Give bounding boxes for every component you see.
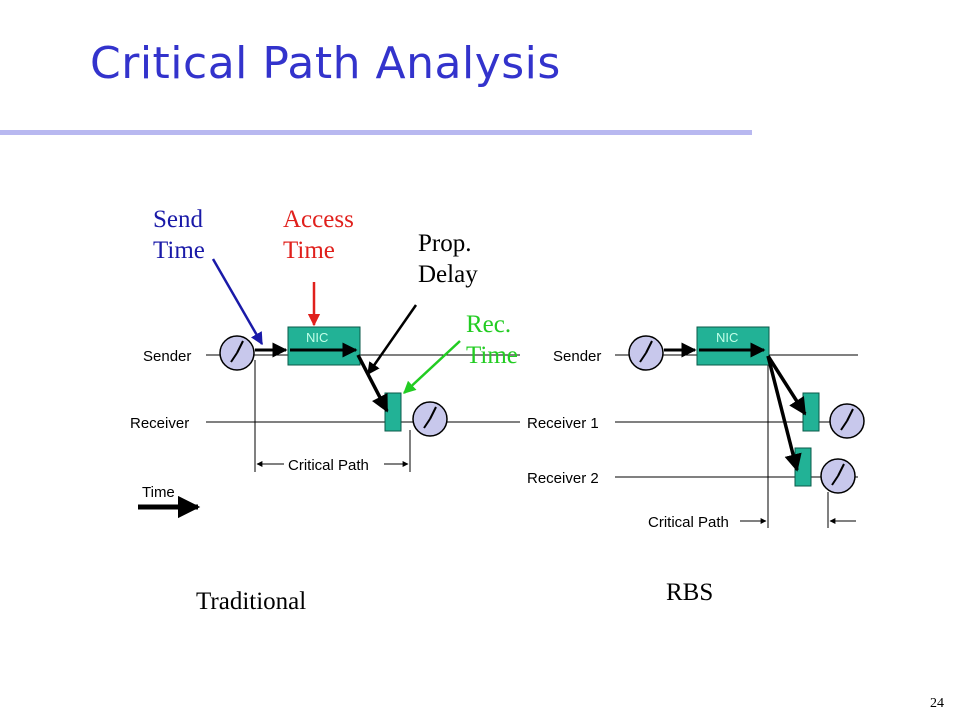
slide-title: Critical Path Analysis: [90, 38, 561, 89]
rec-time-callout: Rec. Time: [466, 309, 518, 371]
traditional-sender-label: Sender: [143, 348, 191, 365]
access-time-line2: Time: [283, 237, 335, 264]
access-time-callout: Access Time: [283, 204, 354, 266]
rbs-prop-arrow-2: [766, 355, 802, 472]
send-time-callout: Send Time: [153, 204, 205, 266]
send-time-line2: Time: [153, 237, 205, 264]
title-underline: [0, 130, 752, 135]
rbs-critical-path-label: Critical Path: [648, 514, 729, 531]
prop-delay-line2: Delay: [418, 261, 478, 288]
rbs-receiver2-label: Receiver 2: [527, 470, 599, 487]
traditional-receiver-box: [384, 392, 402, 432]
rbs-sender-label: Sender: [553, 348, 601, 365]
time-legend-label: Time: [142, 484, 175, 501]
traditional-nic-label: NIC: [306, 330, 328, 345]
traditional-sender-clock-icon: [219, 335, 255, 371]
rbs-diagram: Sender Receiver 1 Receiver 2 NIC Critica…: [527, 326, 865, 531]
rbs-receiver1-label: Receiver 1: [527, 415, 599, 432]
prop-delay-line1: Prop.: [418, 230, 472, 257]
rbs-caption: RBS: [666, 579, 714, 606]
rec-time-line1: Rec.: [466, 311, 512, 338]
traditional-diagram: Sender Receiver NIC Critical Path Time: [130, 258, 520, 519]
rec-time-pointer: [403, 340, 461, 394]
traditional-critical-path-label: Critical Path: [288, 457, 369, 474]
rbs-nic-label: NIC: [716, 330, 738, 345]
prop-arrow: [356, 354, 389, 413]
rbs-receiver1-clock-icon: [829, 403, 865, 439]
rbs-receiver2-clock-icon: [820, 458, 856, 494]
traditional-receiver-label: Receiver: [130, 415, 189, 432]
rec-time-line2: Time: [466, 342, 518, 369]
traditional-receiver-clock-icon: [412, 401, 448, 437]
traditional-caption: Traditional: [196, 588, 307, 615]
rbs-sender-clock-icon: [628, 335, 664, 371]
prop-delay-pointer: [366, 304, 418, 376]
page-number: 24: [930, 696, 944, 711]
prop-delay-callout: Prop. Delay: [418, 228, 478, 290]
rbs-prop-arrow-1: [766, 355, 807, 416]
access-time-line1: Access: [283, 206, 354, 233]
send-time-line1: Send: [153, 206, 203, 233]
send-time-pointer: [211, 258, 264, 346]
